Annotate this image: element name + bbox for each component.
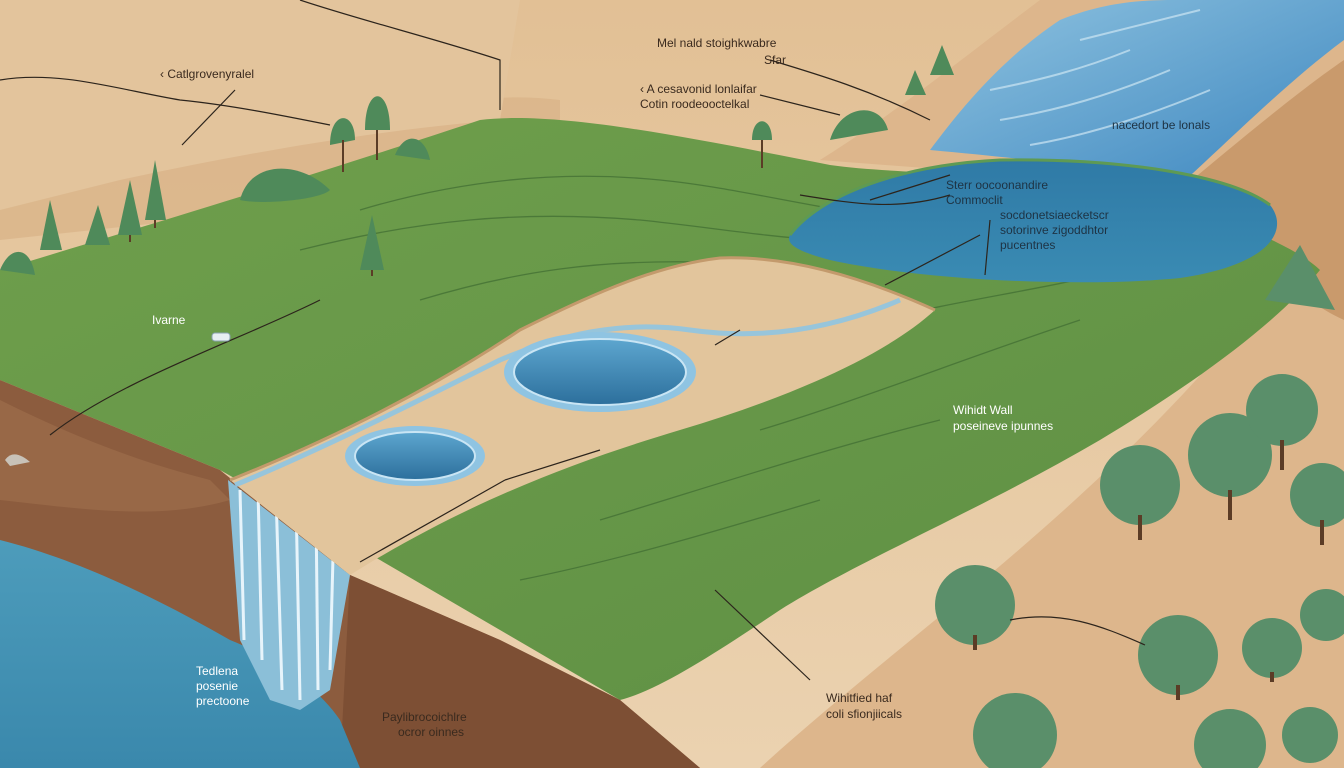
label-bottom-left-2: posenie — [196, 679, 239, 693]
tree-trunks-left — [129, 130, 763, 276]
label-top-center-3: ‹ A cesavonid lonlaifar — [640, 82, 757, 96]
label-lake-3: socdonetsiaecketscr — [1000, 208, 1109, 222]
label-lake-2: Commoclit — [946, 193, 1003, 207]
label-right-2: poseineve ipunnes — [953, 419, 1054, 433]
river-ripples — [989, 9, 1211, 146]
label-river: nacedort be lonals — [1112, 118, 1211, 132]
label-top-center-1: Mel nald stoighkwabre — [657, 36, 777, 50]
right-hillside — [760, 0, 1344, 768]
leader-lines — [0, 0, 1146, 681]
sand-channel — [230, 257, 935, 575]
label-left-field: Ivarne — [152, 313, 186, 327]
label-top-left: ‹ Catlgrovenyralel — [160, 67, 255, 81]
label-top-center-4: Cotin roodeooctelkal — [640, 97, 750, 111]
river — [930, 0, 1344, 185]
bird — [5, 454, 30, 466]
label-bottom-left-3: prectoone — [196, 694, 250, 708]
soil-lower — [340, 575, 700, 768]
soil-layer — [0, 400, 230, 512]
label-bottom-right-1: Wihitfied haf — [826, 691, 893, 705]
trees-right — [935, 245, 1344, 768]
label-bottom-right-2: coli sfionjiicals — [826, 707, 903, 721]
left-upper-hill — [0, 0, 520, 210]
upper-pool — [504, 332, 696, 412]
sea — [0, 540, 360, 768]
trees-top — [752, 45, 954, 140]
label-lake-5: pucentnes — [1000, 238, 1056, 252]
label-bottom-center-1: Paylibrocoichlre — [382, 710, 467, 724]
label-right-1: Wihidt Wall — [953, 403, 1013, 417]
label-lake-1: Sterr oocoonandire — [946, 178, 1049, 192]
label-bottom-center-2: ocror oinnes — [398, 725, 465, 739]
trees-left — [0, 96, 430, 275]
label-top-center-2: Sfar — [764, 53, 787, 67]
pipe-left — [211, 332, 231, 342]
label-lake-4: sotorinve zigoddhtor — [1000, 223, 1109, 237]
lower-pool — [345, 426, 485, 486]
lake — [789, 159, 1278, 283]
label-bottom-left-1: Tedlena — [196, 664, 239, 678]
sand-channel-edge — [229, 256, 936, 482]
